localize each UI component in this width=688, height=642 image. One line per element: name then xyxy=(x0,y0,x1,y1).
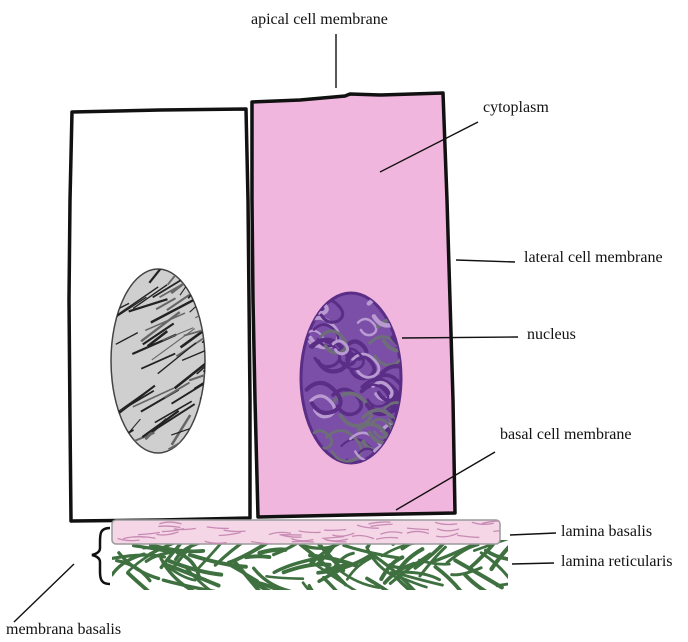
arrow-lateral xyxy=(456,260,515,262)
label-lamina-reticularis: lamina reticularis xyxy=(561,554,673,570)
arrow-lamina-basalis xyxy=(510,533,556,535)
label-nucleus: nucleus xyxy=(527,327,576,343)
label-basal-cell-membrane: basal cell membrane xyxy=(500,427,632,443)
label-apical-cell-membrane: apical cell membrane xyxy=(251,12,388,28)
arrow-lamina-reticularis xyxy=(512,563,554,564)
lamina-basalis xyxy=(112,520,515,544)
arrow-nucleus xyxy=(402,337,518,338)
curly-bracket xyxy=(92,528,110,584)
label-lamina-basalis: lamina basalis xyxy=(561,524,652,540)
label-cytoplasm: cytoplasm xyxy=(483,100,549,116)
arrow-membrana-basalis xyxy=(14,564,74,622)
label-membrana-basalis: membrana basalis xyxy=(6,622,121,638)
label-lateral-cell-membrane: lateral cell membrane xyxy=(524,250,663,266)
